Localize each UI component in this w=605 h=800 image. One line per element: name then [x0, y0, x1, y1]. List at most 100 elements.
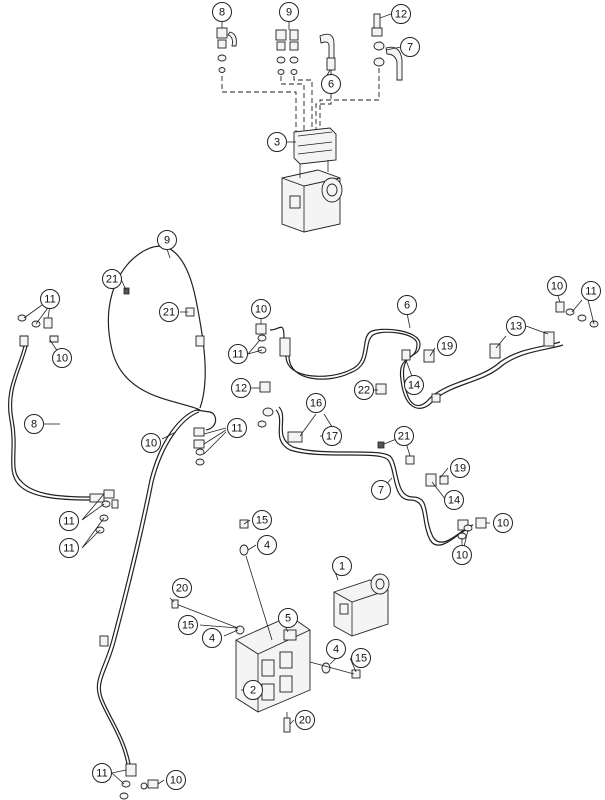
- callout-circle: [251, 299, 271, 319]
- callout-number: 20: [299, 715, 311, 727]
- callout-number: 9: [164, 235, 170, 247]
- callout-19: 19: [450, 458, 470, 478]
- top-dash-connectors: [221, 68, 380, 140]
- callout-number: 19: [454, 463, 466, 475]
- callout-circle: [506, 316, 526, 336]
- callout-number: 5: [285, 613, 291, 625]
- callout-number: 10: [497, 518, 509, 530]
- callout-circle: [450, 458, 470, 478]
- callout-circle: [212, 2, 232, 22]
- callout-number: 22: [358, 385, 370, 397]
- callout-12: 12: [231, 378, 251, 398]
- callout-number: 11: [96, 768, 107, 780]
- callout-number: 1: [339, 561, 345, 573]
- callout-21: 21: [394, 426, 414, 446]
- callout-circle: [354, 380, 374, 400]
- callout-number: 6: [328, 79, 334, 91]
- callout-number: 10: [145, 438, 157, 450]
- callout-11: 11: [228, 344, 248, 364]
- callout-circle: [326, 639, 346, 659]
- callout-circle: [59, 511, 79, 531]
- callout-10: 10: [493, 513, 513, 533]
- callout-circle: [157, 230, 177, 250]
- callout-16: 16: [306, 393, 326, 413]
- callout-number: 15: [182, 620, 194, 632]
- hose-10-assembly: [193, 409, 217, 466]
- callout-11: 11: [227, 418, 247, 438]
- callout-number: 7: [378, 485, 384, 497]
- callout-19: 19: [437, 336, 457, 356]
- callout-circle: [332, 556, 352, 576]
- callout-circle: [404, 375, 424, 395]
- callout-number: 21: [398, 431, 410, 443]
- callout-12: 12: [391, 4, 411, 24]
- callout-circle: [391, 4, 411, 24]
- callout-number: 20: [176, 583, 188, 595]
- callout-number: 12: [235, 383, 247, 395]
- callout-10: 10: [547, 276, 567, 296]
- callout-number: 4: [333, 644, 339, 656]
- callout-4: 4: [202, 628, 222, 648]
- callout-number: 11: [585, 286, 596, 298]
- callout-number: 8: [31, 419, 37, 431]
- callout-17: 17: [322, 426, 342, 446]
- callout-circle: [102, 269, 122, 289]
- callout-15: 15: [252, 510, 272, 530]
- leader-lines: [23, 13, 595, 785]
- callout-circle: [52, 348, 72, 368]
- callout-circle: [141, 433, 161, 453]
- callout-11: 11: [581, 281, 601, 301]
- callout-number: 21: [163, 307, 175, 319]
- callout-10: 10: [166, 770, 186, 790]
- callout-21: 21: [102, 269, 122, 289]
- callout-number: 10: [456, 550, 468, 562]
- callout-circle: [202, 628, 222, 648]
- callout-circle: [452, 545, 472, 565]
- callout-number: 16: [310, 398, 322, 410]
- callout-circle: [394, 426, 414, 446]
- callout-4: 4: [326, 639, 346, 659]
- callout-circle: [243, 680, 263, 700]
- callout-circle: [321, 74, 341, 94]
- abs-unit-1: [333, 573, 390, 637]
- callout-number: 15: [355, 653, 367, 665]
- callout-number: 17: [326, 431, 338, 443]
- callout-number: 19: [441, 341, 453, 353]
- callout-circle: [493, 513, 513, 533]
- callout-number: 8: [219, 7, 225, 19]
- top-fittings: [216, 13, 403, 81]
- callout-number: 11: [231, 423, 242, 435]
- callout-number: 4: [209, 633, 215, 645]
- callout-number: 6: [404, 300, 410, 312]
- callout-10: 10: [251, 299, 271, 319]
- callout-14: 14: [444, 490, 464, 510]
- callout-1: 1: [332, 556, 352, 576]
- callout-circle: [166, 770, 186, 790]
- callout-number: 15: [256, 515, 268, 527]
- callout-number: 11: [63, 516, 74, 528]
- callout-number: 10: [255, 304, 267, 316]
- callout-circle: [24, 414, 44, 434]
- hose-9-assembly: [96, 245, 206, 800]
- callout-circle: [231, 378, 251, 398]
- callout-number: 14: [448, 495, 460, 507]
- callout-13: 13: [506, 316, 526, 336]
- callout-20: 20: [295, 710, 315, 730]
- callout-circle: [278, 608, 298, 628]
- callout-11: 11: [59, 511, 79, 531]
- callout-circle: [59, 538, 79, 558]
- callout-circle: [444, 490, 464, 510]
- callout-8: 8: [24, 414, 44, 434]
- callout-circle: [547, 276, 567, 296]
- callout-10: 10: [52, 348, 72, 368]
- callout-14: 14: [404, 375, 424, 395]
- callout-number: 14: [408, 380, 420, 392]
- callout-7: 7: [400, 37, 420, 57]
- callout-number: 7: [407, 42, 413, 54]
- callout-9: 9: [157, 230, 177, 250]
- hose-7-assembly: [257, 381, 487, 546]
- callout-circle: [400, 37, 420, 57]
- callout-circle: [351, 648, 371, 668]
